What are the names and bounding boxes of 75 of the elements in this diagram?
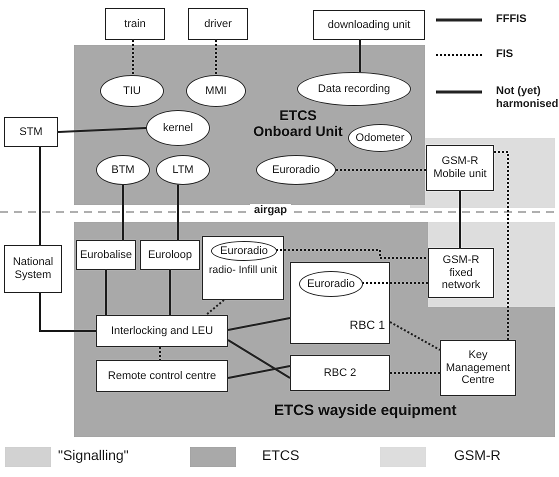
node-label: RBC 2: [324, 366, 356, 380]
connector-line: [58, 127, 146, 133]
process-box: [313, 10, 425, 40]
region-title: ETCS wayside equipment: [274, 402, 458, 420]
process-box: [440, 340, 516, 396]
node-label: downloading unit: [328, 18, 410, 32]
connector-line: [227, 339, 291, 379]
process-box: [105, 8, 165, 40]
node-label: Odometer: [356, 132, 404, 144]
node-label: MMI: [205, 84, 227, 98]
node-label: Remote control centre: [108, 370, 216, 382]
dotted-connector: [215, 40, 217, 75]
process-box: [96, 360, 228, 392]
dotted-connector: [362, 282, 428, 284]
legend-label: "Signalling": [58, 447, 129, 463]
dotted-connector: [390, 372, 440, 374]
node-label: radio- Infill unit: [208, 264, 278, 276]
connector-line: [228, 365, 290, 379]
node-label: Euroradio: [307, 278, 355, 290]
process-box: [290, 355, 390, 391]
node-label: RBC 1: [348, 319, 385, 333]
connector-line: [39, 293, 96, 332]
region-panel: [74, 222, 555, 437]
node-label: LTM: [172, 164, 194, 176]
legend-label: FIS: [496, 48, 514, 61]
connector-line: [359, 40, 361, 72]
legend-label: Not (yet) harmonised: [496, 85, 558, 110]
node-label: TIU: [123, 84, 141, 98]
process-box: [96, 315, 228, 347]
node-label: kernel: [163, 122, 193, 134]
node-label: GSM-R fixed network: [440, 254, 482, 292]
dotted-connector: [132, 40, 134, 75]
process-box: [188, 8, 248, 40]
node-label: Euroradio: [272, 164, 320, 176]
node-label: Data recording: [318, 82, 390, 96]
process-ellipse: [156, 155, 210, 185]
airgap-label: airgap: [250, 204, 292, 216]
node-label: GSM-R Mobile unit: [432, 155, 488, 181]
process-box: [4, 245, 62, 293]
dotted-connector: [159, 347, 161, 360]
dotted-connector: [276, 249, 428, 259]
region-panel: [74, 45, 425, 205]
connector-line: [228, 317, 290, 331]
process-box: [140, 240, 200, 270]
connector-line: [39, 147, 41, 245]
legend-label: GSM-R: [454, 447, 501, 463]
node-label: driver: [204, 18, 232, 30]
dotted-connector: [494, 151, 509, 340]
process-box: [428, 248, 494, 298]
dotted-connector: [205, 299, 225, 316]
dotted-connector: [336, 169, 426, 171]
node-label: STM: [19, 126, 43, 138]
node-label: Euroradio: [220, 244, 268, 258]
process-box: [290, 262, 390, 344]
region-title: ETCS Onboard Unit: [252, 107, 344, 140]
connector-line: [169, 270, 171, 315]
node-label: Euroloop: [148, 248, 192, 262]
node-label: Eurobalise: [80, 248, 132, 262]
process-box: [76, 240, 136, 270]
node-label: Interlocking and LEU: [110, 324, 214, 338]
process-box: [202, 236, 284, 300]
legend-label: ETCS: [262, 447, 300, 463]
connector-line: [122, 185, 124, 240]
node-label: train: [124, 18, 146, 30]
node-label: National System: [12, 256, 54, 282]
connector-line: [105, 270, 107, 315]
node-label: Key Management Centre: [444, 349, 512, 387]
process-box: [4, 117, 58, 147]
node-label: BTM: [111, 164, 135, 176]
dotted-connector: [390, 321, 440, 351]
process-ellipse: [96, 155, 150, 185]
process-box: [426, 145, 494, 191]
connector-line: [177, 184, 179, 240]
connector-line: [459, 191, 461, 248]
legend-label: FFFIS: [496, 13, 528, 26]
